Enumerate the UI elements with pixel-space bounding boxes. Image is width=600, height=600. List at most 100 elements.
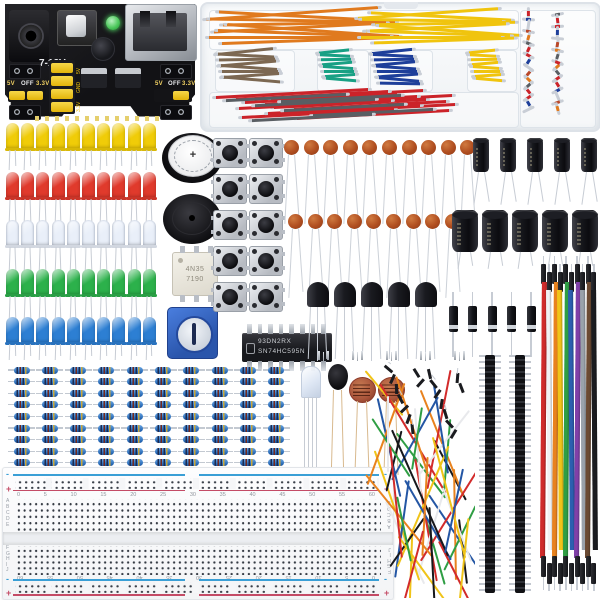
printed-text-ring <box>174 140 212 172</box>
ic-pin <box>300 324 305 334</box>
power-switch-button <box>57 10 97 46</box>
button-corner-pin <box>216 267 221 272</box>
resistor-body <box>211 459 228 467</box>
resistor-body <box>155 459 171 467</box>
button-corner-pin <box>274 195 279 200</box>
resistor <box>121 366 149 374</box>
pin-bit-group <box>454 351 468 362</box>
cap-top-face <box>473 138 489 144</box>
button-leg <box>282 302 285 306</box>
led-flange <box>95 245 112 248</box>
led-flange <box>65 148 82 151</box>
resistor <box>206 436 234 444</box>
ribbon-pin <box>576 256 578 264</box>
cap-disc <box>323 140 339 155</box>
resistor <box>92 459 120 467</box>
cap-leg <box>499 251 504 266</box>
button-corner-pin <box>252 159 257 164</box>
resistor <box>92 366 120 374</box>
electrolytic-capacitor-large <box>482 210 508 269</box>
pin-bit <box>463 351 465 360</box>
resistor <box>149 424 177 432</box>
button-cap <box>258 181 274 197</box>
resistor-body <box>70 459 87 467</box>
resistor-body <box>183 366 200 374</box>
button-leg <box>282 158 285 162</box>
jumper-wire <box>387 396 390 472</box>
resistor <box>64 412 92 420</box>
resistor <box>121 401 149 409</box>
led-leg <box>23 343 26 361</box>
led-flange <box>126 294 143 297</box>
ribbon-pin <box>570 584 573 591</box>
photoresistor <box>349 377 376 483</box>
ceramic-capacitor <box>346 214 363 298</box>
led-flange <box>50 342 67 345</box>
led-red <box>80 172 97 230</box>
resistor <box>36 412 64 420</box>
resistor <box>121 378 149 386</box>
ribbon-pin <box>542 256 545 264</box>
cap-marking-stripe <box>529 148 533 167</box>
box-wires-layer <box>0 0 600 130</box>
power-supply-module: 7-12V 5V GND 3.3V 5V OFF 3.3V <box>5 4 197 121</box>
breadboard-row-letter: H <box>6 556 10 562</box>
button-leg <box>282 216 285 220</box>
electrolytic-capacitor-large <box>512 210 538 269</box>
cap-marking-stripe <box>475 148 479 167</box>
led-leg <box>105 343 108 357</box>
button-leg <box>247 288 250 292</box>
electrolytic-capacitor-small <box>554 138 571 205</box>
button-corner-pin <box>252 195 257 200</box>
pin-socket <box>27 68 33 74</box>
led-yellow <box>50 123 67 171</box>
trimmer-dial <box>176 316 213 353</box>
transistor-leg <box>334 306 339 359</box>
right-off-label: OFF <box>168 81 181 87</box>
resistor <box>64 378 92 386</box>
resistor-body <box>13 389 30 397</box>
led-flange <box>126 197 143 200</box>
cap-disc <box>284 140 299 155</box>
led-yellow <box>65 123 82 171</box>
diode <box>507 292 517 357</box>
button-corner-pin <box>216 231 221 236</box>
pin-bit <box>395 351 397 360</box>
resistor-body <box>98 401 115 409</box>
resistor-body <box>98 459 115 467</box>
cap-leg <box>333 153 339 218</box>
led-leg <box>120 149 123 167</box>
tactile-button <box>211 246 249 276</box>
module-pin <box>45 116 49 121</box>
led-green <box>80 269 97 331</box>
resistor-body <box>268 401 285 409</box>
resistor <box>64 424 92 432</box>
right-jumper-block <box>154 89 192 102</box>
pin-socket <box>14 68 20 74</box>
diode-band <box>468 325 477 329</box>
led-white <box>95 220 112 282</box>
ceramic-capacitor <box>421 140 437 224</box>
pin-socket <box>14 109 20 115</box>
led-blue <box>34 317 51 361</box>
button-leg <box>247 302 250 306</box>
pin-bit-group <box>420 351 434 362</box>
ic-pin <box>247 361 252 371</box>
led-leg <box>29 343 32 357</box>
resistor-body <box>155 401 171 409</box>
cap-leg <box>581 171 588 205</box>
resistor <box>149 366 177 374</box>
pin-bit <box>420 351 422 360</box>
led-flange <box>95 148 112 151</box>
cap-marking-stripe <box>546 222 551 246</box>
resistor <box>36 366 64 374</box>
button-corner-pin <box>238 249 243 254</box>
ribbon-pin <box>559 584 561 591</box>
breadboard-row-letter: C <box>6 510 10 516</box>
module-pin <box>55 116 59 121</box>
electrolytic-capacitor-large <box>572 210 598 269</box>
dc-barrel-jack <box>9 10 49 62</box>
resistor <box>177 389 205 397</box>
led-leg <box>99 149 102 171</box>
led-flange <box>126 342 143 345</box>
